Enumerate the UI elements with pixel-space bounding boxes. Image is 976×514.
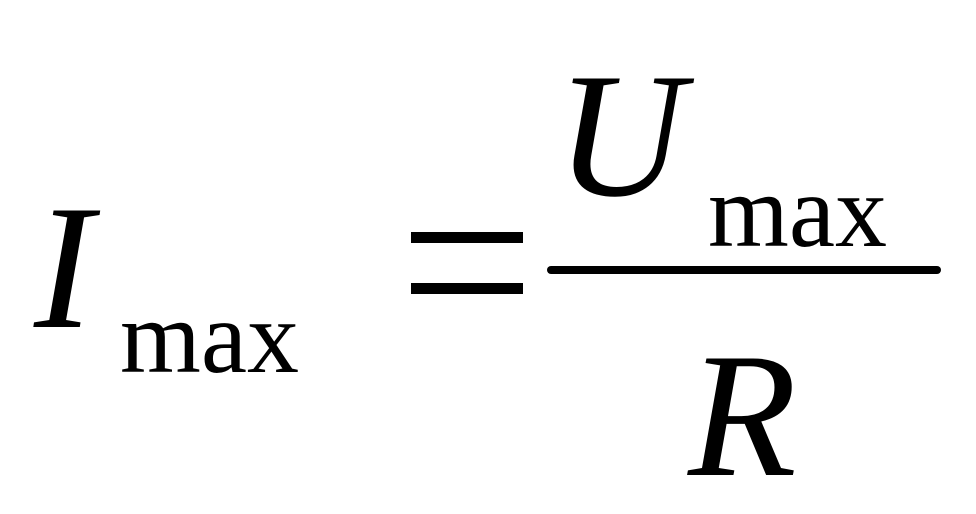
current-symbol-i: I — [34, 168, 94, 366]
equals-bar-bottom — [411, 283, 523, 294]
fraction-bar — [547, 266, 941, 274]
equals-bar-top — [411, 232, 523, 243]
current-subscript-max: max — [120, 280, 300, 395]
voltage-subscript-max: max — [708, 154, 888, 269]
voltage-symbol-u: U — [556, 36, 685, 234]
resistance-symbol-r: R — [688, 316, 797, 514]
